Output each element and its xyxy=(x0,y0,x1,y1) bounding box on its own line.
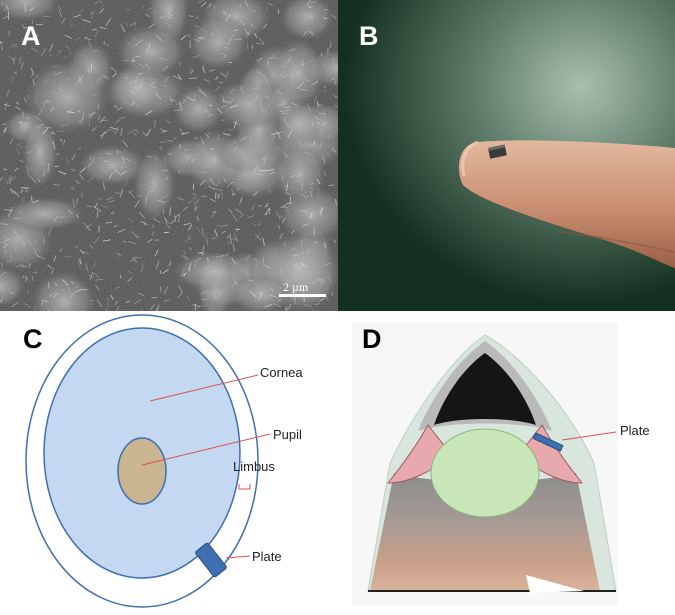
fingertip-photo xyxy=(338,0,675,311)
sem-micrograph-panel: A 2 µm xyxy=(0,0,338,311)
limbus-label: Limbus xyxy=(233,459,275,474)
plate-label: Plate xyxy=(252,549,282,564)
panel-label-b: B xyxy=(359,21,379,51)
pupil-leader xyxy=(141,433,271,466)
cornea-label: Cornea xyxy=(260,365,303,380)
scale-bar xyxy=(279,294,326,297)
panel-label-d: D xyxy=(362,324,382,354)
lens xyxy=(430,428,540,518)
panel-label-a: A xyxy=(21,21,41,51)
plate-label: Plate xyxy=(620,423,650,438)
sensor-chip xyxy=(487,144,507,159)
plate-leader xyxy=(561,431,617,441)
sem-nanostructure-image xyxy=(0,0,338,311)
scale-bar-label: 2 µm xyxy=(283,280,309,294)
plate-implant xyxy=(195,542,227,578)
plate-leader xyxy=(225,555,251,559)
pupil xyxy=(117,437,167,505)
eye-front-schematic-panel: C Cornea Pupil Limbus Plate xyxy=(0,313,338,615)
limbus-bracket xyxy=(238,484,251,490)
cornea-leader xyxy=(149,374,259,402)
anterior-chamber xyxy=(434,353,536,425)
pupil-label: Pupil xyxy=(273,427,302,442)
eye-front-diagram xyxy=(25,314,271,608)
plate-implant xyxy=(532,432,564,452)
panel-label-c: C xyxy=(23,324,43,354)
eye-cross-section-panel: D Plate xyxy=(338,313,675,615)
finger xyxy=(458,140,675,268)
fingertip-photo-panel: B xyxy=(338,0,675,311)
eye-cross-section-diagram xyxy=(352,323,618,605)
white-highlight xyxy=(526,575,584,593)
eye-body xyxy=(370,473,600,591)
